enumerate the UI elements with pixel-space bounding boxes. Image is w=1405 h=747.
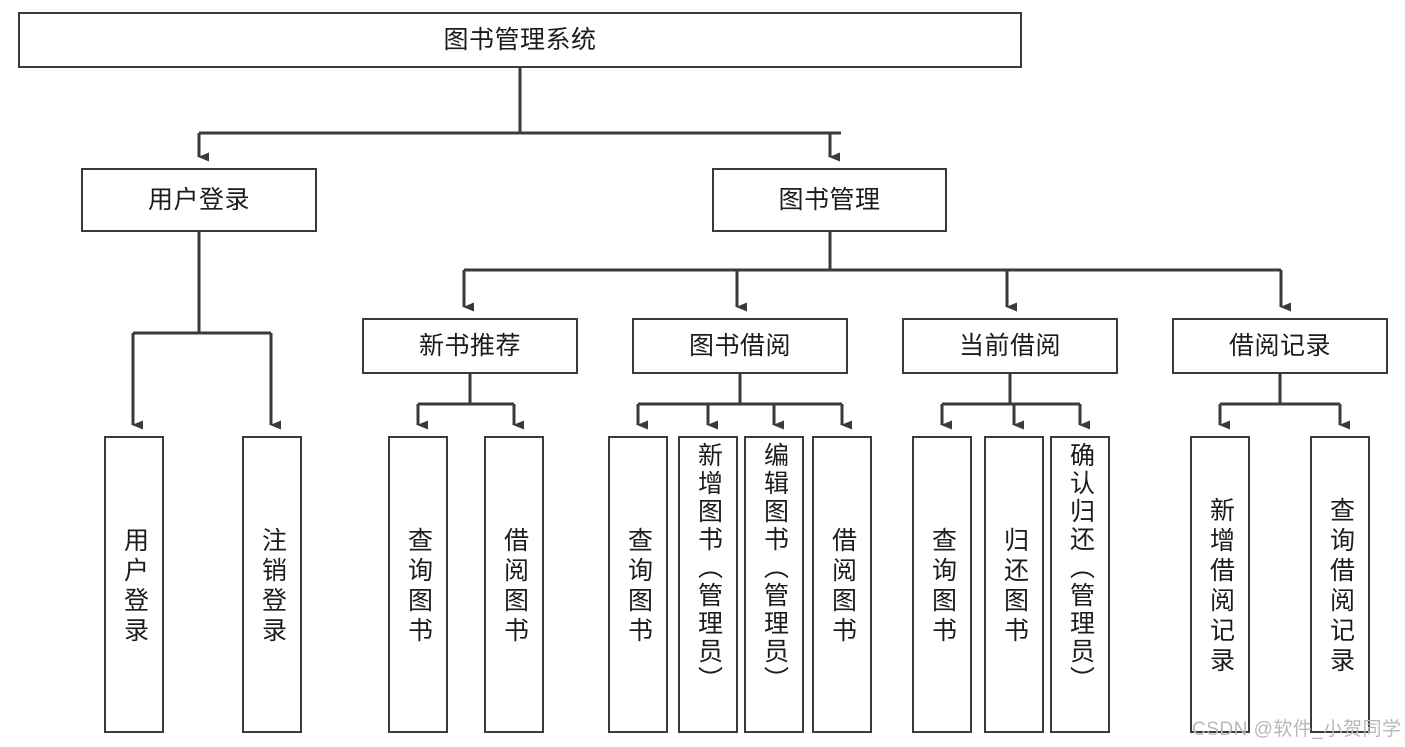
- leaf-confirm-return-admin-label: 确认归还（管理员）: [1066, 442, 1095, 694]
- node-current-borrow-label: 当前借阅: [958, 331, 1061, 360]
- leaf-edit-book-admin-label: 编辑图书（管理员）: [760, 442, 789, 694]
- leaf-query-book-bb-label: 查询图书: [624, 526, 653, 647]
- node-root-label: 图书管理系统: [443, 25, 597, 54]
- node-user-login-label: 用户登录: [147, 185, 250, 214]
- leaf-query-borrow-record-label: 查询借阅记录: [1326, 496, 1355, 677]
- leaf-query-book-cb[interactable]: 查询图书: [912, 436, 972, 733]
- leaf-borrow-book-nbr-label: 借阅图书: [500, 526, 529, 647]
- leaf-logout[interactable]: 注销登录: [242, 436, 302, 733]
- leaf-query-book-cb-label: 查询图书: [928, 526, 957, 647]
- leaf-query-book-bb[interactable]: 查询图书: [608, 436, 668, 733]
- leaf-borrow-book-nbr[interactable]: 借阅图书: [484, 436, 544, 733]
- node-new-book-recommend-label: 新书推荐: [418, 331, 521, 360]
- leaf-user-login-label: 用户登录: [120, 526, 149, 647]
- node-current-borrow[interactable]: 当前借阅: [902, 318, 1118, 374]
- node-borrow-record[interactable]: 借阅记录: [1172, 318, 1388, 374]
- node-book-management[interactable]: 图书管理: [712, 168, 947, 232]
- leaf-add-borrow-record-label: 新增借阅记录: [1206, 496, 1235, 677]
- leaf-return-book[interactable]: 归还图书: [984, 436, 1044, 733]
- node-borrow-record-label: 借阅记录: [1228, 331, 1331, 360]
- node-book-borrow[interactable]: 图书借阅: [632, 318, 848, 374]
- leaf-query-book-nbr[interactable]: 查询图书: [388, 436, 448, 733]
- leaf-edit-book-admin[interactable]: 编辑图书（管理员）: [744, 436, 804, 733]
- leaf-add-book-admin[interactable]: 新增图书（管理员）: [678, 436, 738, 733]
- node-book-borrow-label: 图书借阅: [688, 331, 791, 360]
- leaf-logout-label: 注销登录: [258, 526, 287, 647]
- leaf-confirm-return-admin[interactable]: 确认归还（管理员）: [1050, 436, 1110, 733]
- leaf-query-borrow-record[interactable]: 查询借阅记录: [1310, 436, 1370, 733]
- node-user-login[interactable]: 用户登录: [81, 168, 317, 232]
- node-root[interactable]: 图书管理系统: [18, 12, 1022, 68]
- node-book-management-label: 图书管理: [778, 185, 881, 214]
- leaf-borrow-book-bb-label: 借阅图书: [828, 526, 857, 647]
- leaf-borrow-book-bb[interactable]: 借阅图书: [812, 436, 872, 733]
- leaf-query-book-nbr-label: 查询图书: [404, 526, 433, 647]
- leaf-add-borrow-record[interactable]: 新增借阅记录: [1190, 436, 1250, 733]
- node-new-book-recommend[interactable]: 新书推荐: [362, 318, 578, 374]
- leaf-user-login[interactable]: 用户登录: [104, 436, 164, 733]
- csdn-watermark: CSDN @软件_小贺同学: [1192, 719, 1402, 740]
- leaf-return-book-label: 归还图书: [1000, 526, 1029, 647]
- leaf-add-book-admin-label: 新增图书（管理员）: [694, 442, 723, 694]
